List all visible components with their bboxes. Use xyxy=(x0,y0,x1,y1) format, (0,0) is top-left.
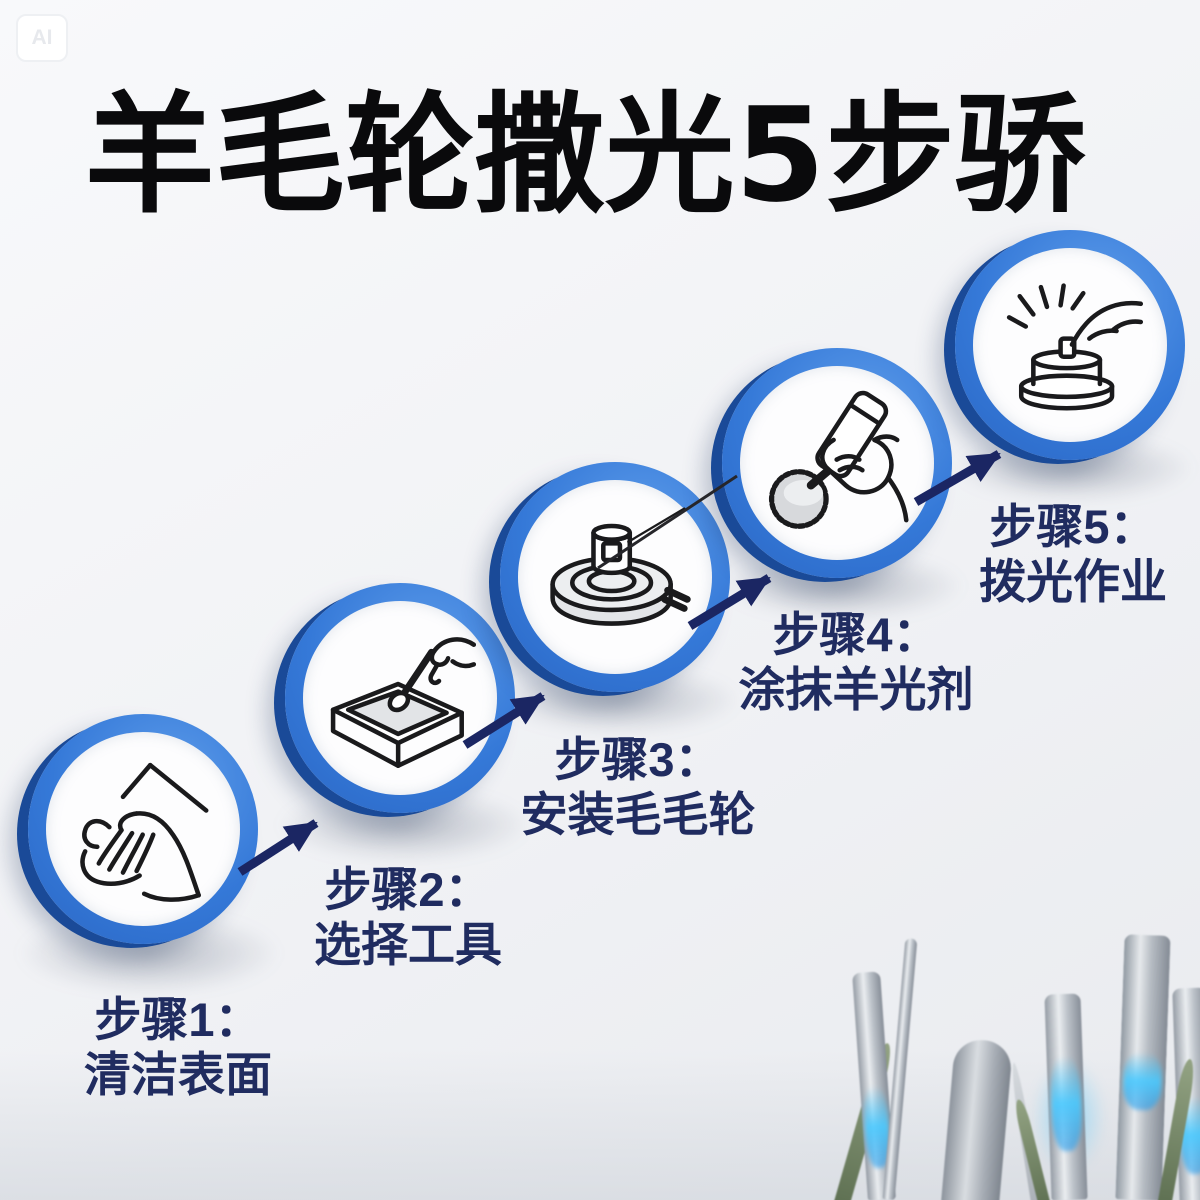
step-2-circle-face xyxy=(303,601,497,795)
step-2-label-line1: 步骤2： xyxy=(324,863,492,916)
step-1-label: 步骤1： 清洁表面 xyxy=(84,993,272,1103)
step-5-label-line2: 拨光作业 xyxy=(979,554,1167,608)
step-4-label-line2: 涂抹羊光剂 xyxy=(738,662,974,716)
page-title: 羊毛轮撒光5步骄 xyxy=(84,79,1086,231)
finger-press-polisher-icon xyxy=(1007,283,1144,411)
step-4-circle-face xyxy=(740,366,934,560)
step-3-circle xyxy=(500,462,730,692)
metal-rod-large xyxy=(1115,934,1171,1200)
ai-watermark-label: AI xyxy=(31,26,53,49)
step-1-circle-face xyxy=(46,732,240,926)
apply-polish-tube-icon xyxy=(769,391,909,530)
step-2-circle xyxy=(285,583,515,813)
step-1-circle xyxy=(28,714,258,944)
step-1-label-line2: 清洁表面 xyxy=(84,1047,272,1101)
step-2-label-line2: 选择工具 xyxy=(314,917,502,971)
metal-cone-bit xyxy=(940,1037,1014,1200)
step-4-label-line1: 步骤4： xyxy=(772,608,940,661)
hand-swab-tool-icon xyxy=(331,637,476,769)
wool-wheel-assembly-icon xyxy=(550,507,691,627)
step-5-label: 步骤5： 拨光作业 xyxy=(979,500,1167,610)
step-5-label-line1: 步骤5： xyxy=(989,500,1157,553)
step-2-label: 步骤2： 选择工具 xyxy=(314,863,502,973)
step-4-label: 步骤4： 涂抹羊光剂 xyxy=(739,608,974,718)
step-4-circle xyxy=(722,348,952,578)
step-5-circle-face xyxy=(973,248,1167,442)
step-3-label: 步骤3： 安装毛毛轮 xyxy=(521,733,756,843)
step-5-circle xyxy=(955,230,1185,460)
metal-rod-glowing xyxy=(1044,993,1088,1200)
step-3-label-line2: 安装毛毛轮 xyxy=(520,787,756,841)
step-3-circle-face xyxy=(518,480,712,674)
ai-watermark-badge: AI xyxy=(16,14,68,62)
metal-tools-photo xyxy=(820,930,1200,1200)
hands-wiping-surface-icon xyxy=(80,763,209,903)
step-3-label-line1: 步骤3： xyxy=(554,733,722,786)
step-1-label-line1: 步骤1： xyxy=(94,993,262,1046)
